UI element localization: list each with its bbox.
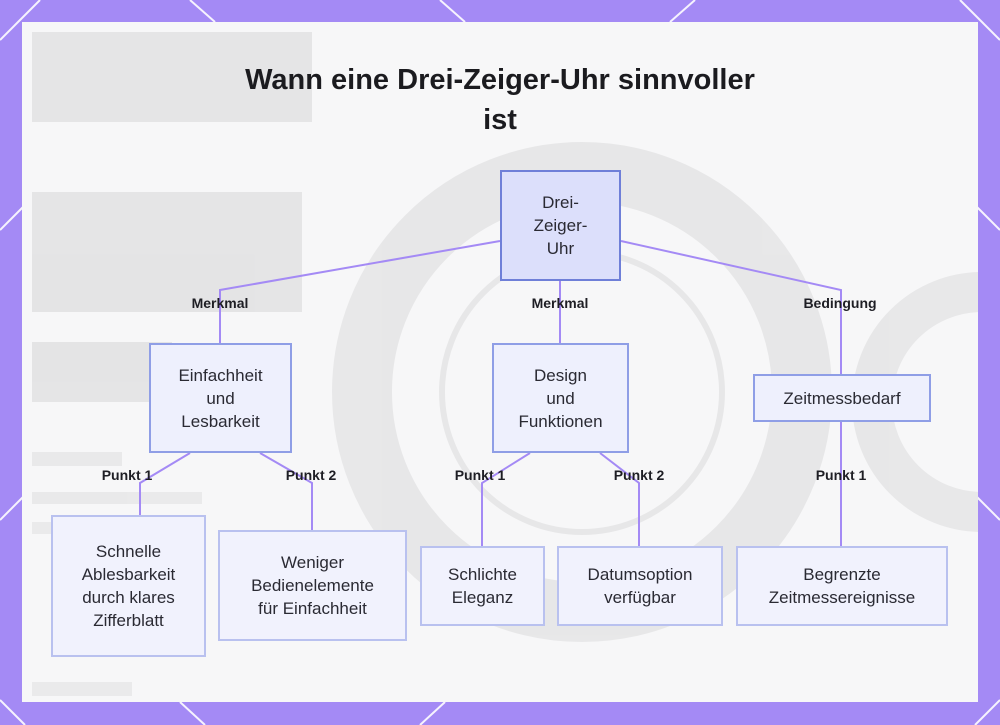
node-design-label: Design und Funktionen bbox=[518, 365, 603, 431]
node-design: Design und Funktionen bbox=[492, 343, 629, 453]
edge-design-date bbox=[599, 452, 640, 546]
title-line-1: Wann eine Drei-Zeiger-Uhr sinnvoller bbox=[245, 64, 755, 96]
edge-label-simplicity-quick: Punkt 1 bbox=[101, 467, 153, 483]
edge-label-design-date: Punkt 2 bbox=[613, 467, 665, 483]
node-limited: Begrenzte Zeitmessereignisse bbox=[736, 546, 948, 626]
node-timing: Zeitmessbedarf bbox=[753, 374, 931, 422]
edge-simplicity-quick bbox=[139, 452, 191, 515]
node-root: Drei- Zeiger- Uhr bbox=[500, 170, 621, 281]
edge-root-timing bbox=[620, 240, 842, 374]
node-root-label: Drei- Zeiger- Uhr bbox=[533, 193, 588, 258]
node-quick-read: Schnelle Ablesbarkeit durch klares Ziffe… bbox=[51, 515, 206, 657]
diagram-title: Wann eine Drei-Zeiger-Uhr sinnvoller ist bbox=[200, 60, 800, 140]
edge-label-root-simplicity: Merkmal bbox=[191, 295, 249, 311]
edge-label-simplicity-fewer: Punkt 2 bbox=[285, 467, 337, 483]
edge-label-root-design: Merkmal bbox=[531, 295, 589, 311]
node-timing-label: Zeitmessbedarf bbox=[783, 388, 901, 408]
edge-design-elegance bbox=[481, 452, 531, 546]
edge-label-design-elegance: Punkt 1 bbox=[454, 467, 506, 483]
title-line-2: ist bbox=[483, 104, 517, 136]
edge-label-root-timing: Bedingung bbox=[803, 295, 877, 311]
node-fewer-controls-label: Weniger Bedienelemente für Einfachheit bbox=[251, 553, 374, 618]
node-quick-read-label: Schnelle Ablesbarkeit durch klares Ziffe… bbox=[81, 542, 176, 630]
node-elegance-label: Schlichte Eleganz bbox=[448, 565, 517, 607]
node-limited-label: Begrenzte Zeitmessereignisse bbox=[768, 565, 916, 607]
node-date-label: Datumsoption verfügbar bbox=[587, 565, 693, 607]
edge-root-simplicity bbox=[219, 240, 501, 343]
node-date: Datumsoption verfügbar bbox=[557, 546, 723, 626]
edge-label-timing-limited: Punkt 1 bbox=[815, 467, 867, 483]
edge-simplicity-fewer bbox=[259, 452, 313, 530]
node-elegance: Schlichte Eleganz bbox=[420, 546, 545, 626]
node-fewer-controls: Weniger Bedienelemente für Einfachheit bbox=[218, 530, 407, 641]
node-simplicity: Einfachheit und Lesbarkeit bbox=[149, 343, 292, 453]
node-simplicity-label: Einfachheit und Lesbarkeit bbox=[178, 365, 263, 431]
